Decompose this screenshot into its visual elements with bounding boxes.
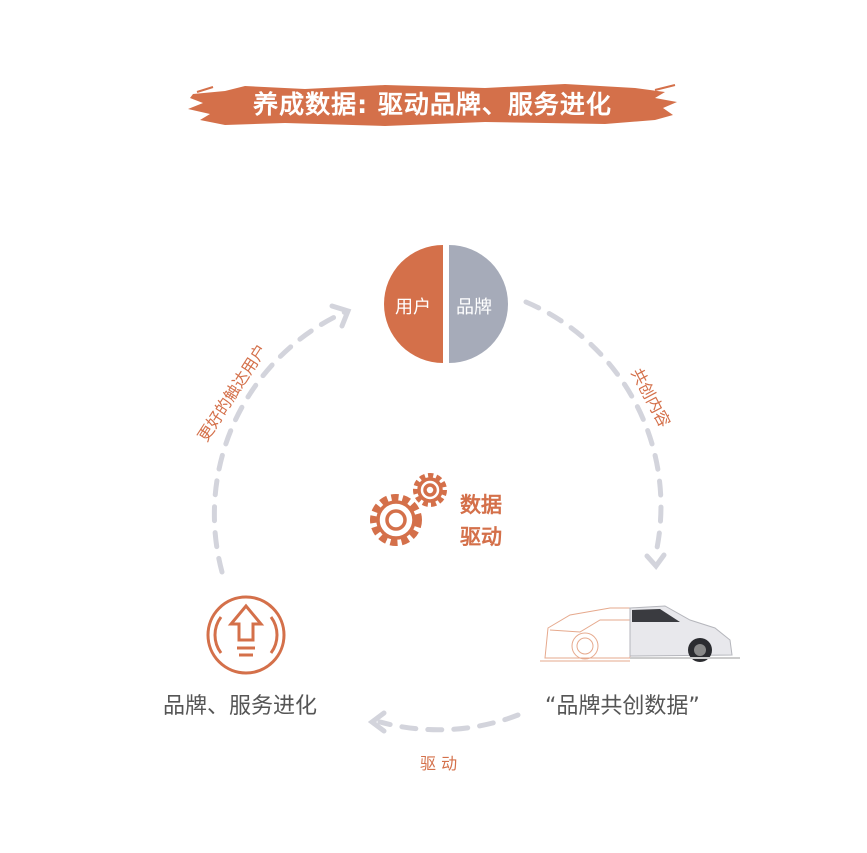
arrowhead-bottom: [367, 710, 387, 734]
arc-bottom: [377, 712, 521, 733]
arrowhead-right: [644, 552, 667, 570]
arc-right: [523, 299, 664, 551]
node-label-user: 用户: [395, 297, 431, 318]
center-label-line2: 驱动: [460, 525, 502, 549]
title-banner: [188, 84, 677, 126]
upgrade-arrow-icon: [206, 595, 286, 675]
arrowhead-left: [329, 303, 352, 329]
arc-label-bottom: 驱 动: [420, 754, 458, 773]
caption-brand-co-creation-data: “品牌共创数据”: [545, 694, 700, 719]
car-image: [540, 605, 740, 662]
center-label: 数据 驱动: [460, 489, 502, 553]
center-label-line1: 数据: [460, 493, 502, 517]
node-label-brand: 品牌: [456, 297, 492, 318]
caption-brand-service-evolution: 品牌、服务进化: [163, 694, 318, 719]
user-brand-node: [384, 245, 508, 363]
page-title: 养成数据: 驱动品牌、服务进化: [253, 90, 612, 119]
gears-icon: [370, 473, 447, 546]
arc-left: [211, 309, 348, 575]
